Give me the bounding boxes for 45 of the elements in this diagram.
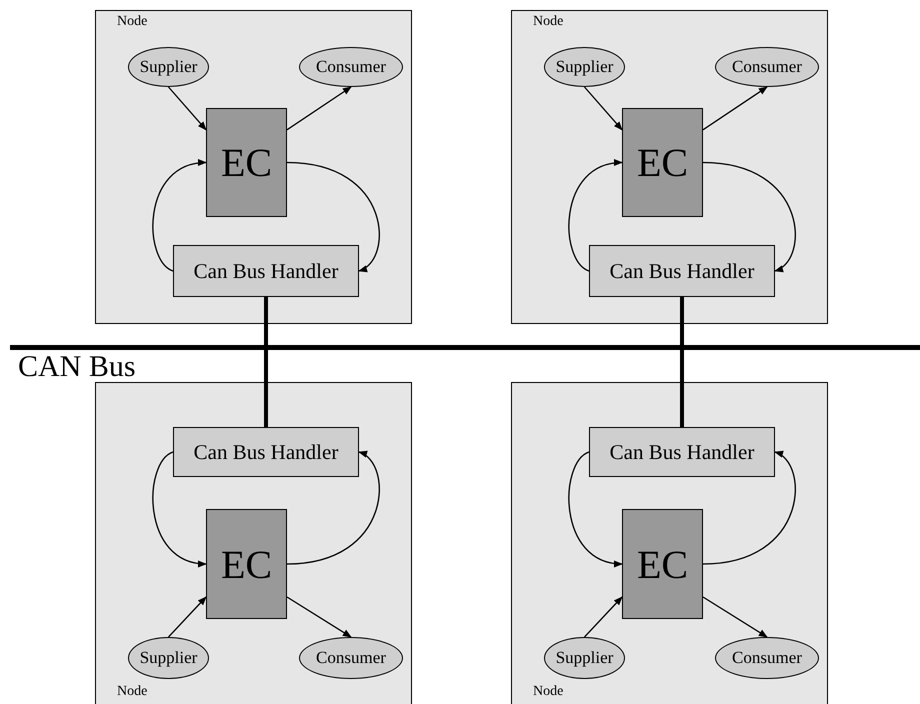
node-container — [95, 10, 412, 324]
handler-box: Can Bus Handler — [589, 245, 775, 297]
arrow — [702, 86, 768, 130]
bus-connector — [680, 350, 684, 427]
arrow — [568, 451, 623, 566]
handler-box: Can Bus Handler — [173, 245, 359, 297]
bus-connector — [680, 297, 684, 345]
role-ellipse: Supplier — [128, 47, 209, 87]
role-ellipse: Consumer — [299, 47, 403, 87]
role-ellipse: Supplier — [544, 637, 625, 679]
controller-box: EC — [206, 108, 287, 217]
arrow — [168, 86, 207, 130]
arrow — [584, 596, 623, 638]
arrow — [702, 451, 796, 565]
controller-box: EC — [622, 509, 703, 619]
node-label: Node — [533, 684, 564, 700]
arrow — [286, 596, 352, 638]
bus-connector — [264, 350, 268, 427]
node-label: Node — [117, 14, 148, 30]
node-container — [95, 382, 412, 704]
handler-box: Can Bus Handler — [589, 427, 775, 477]
arrow — [152, 451, 207, 566]
arrow — [286, 162, 380, 272]
node-label: Node — [533, 14, 564, 30]
bus-connector — [264, 297, 268, 345]
arrow — [702, 596, 768, 638]
node-container — [511, 10, 828, 324]
arrow — [286, 86, 352, 130]
role-ellipse: Supplier — [128, 637, 209, 679]
role-ellipse: Consumer — [715, 47, 819, 87]
arrow — [286, 451, 380, 565]
role-ellipse: Supplier — [544, 47, 625, 87]
arrow — [152, 160, 207, 272]
arrow — [584, 86, 623, 130]
node-container — [511, 382, 828, 704]
arrow — [702, 162, 796, 272]
role-ellipse: Consumer — [715, 637, 819, 679]
node-label: Node — [117, 684, 148, 700]
controller-box: EC — [206, 509, 287, 619]
arrow — [568, 160, 623, 272]
role-ellipse: Consumer — [299, 637, 403, 679]
bus-label: CAN Bus — [18, 351, 136, 382]
controller-box: EC — [622, 108, 703, 217]
arrow — [168, 596, 207, 638]
handler-box: Can Bus Handler — [173, 427, 359, 477]
